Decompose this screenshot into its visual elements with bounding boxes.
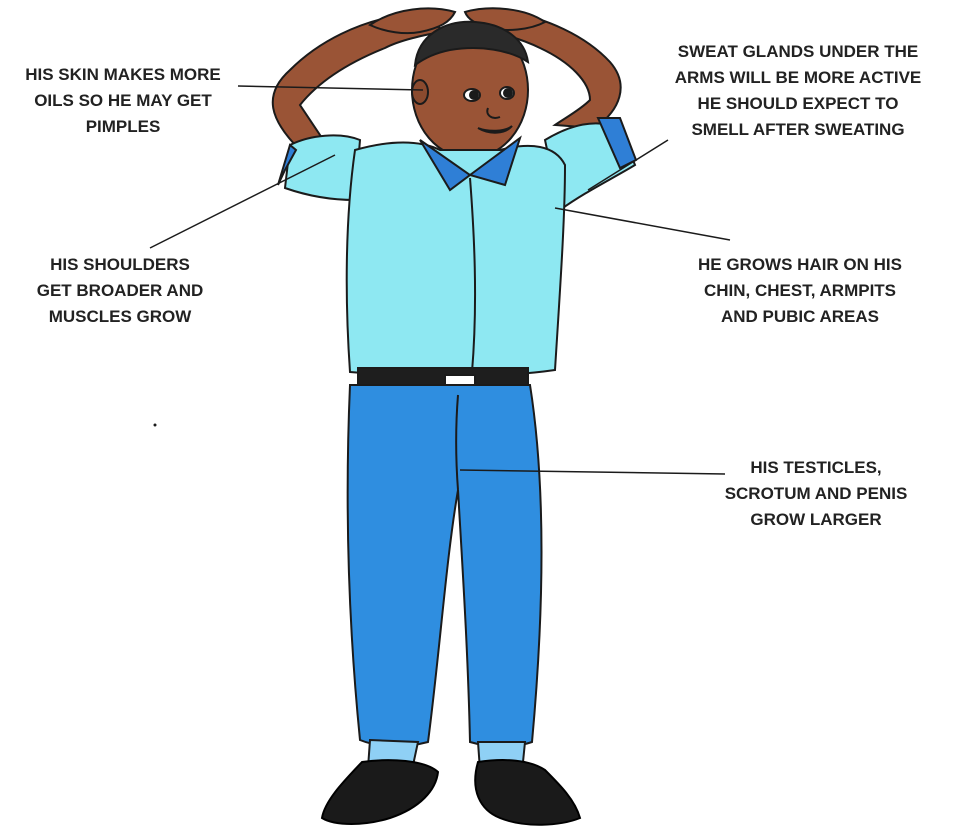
label-line: SWEAT GLANDS UNDER THE [640, 39, 956, 65]
trousers [348, 385, 542, 747]
label-testicles: HIS TESTICLES, SCROTUM AND PENIS GROW LA… [698, 455, 934, 533]
label-line: HE SHOULD EXPECT TO [640, 91, 956, 117]
label-line: ARMS WILL BE MORE ACTIVE [640, 65, 956, 91]
shirt [347, 138, 565, 376]
label-shoulders: HIS SHOULDERS GET BROADER AND MUSCLES GR… [0, 252, 240, 330]
label-skin-oils: HIS SKIN MAKES MORE OILS SO HE MAY GET P… [0, 62, 246, 140]
leader-shoulders [150, 155, 335, 248]
stray-dot [154, 424, 157, 427]
label-line: MUSCLES GROW [0, 304, 240, 330]
label-sweat-glands: SWEAT GLANDS UNDER THE ARMS WILL BE MORE… [640, 39, 956, 143]
label-line: HIS SHOULDERS [0, 252, 240, 278]
left-sleeve [278, 135, 360, 200]
label-line: CHIN, CHEST, ARMPITS [660, 278, 940, 304]
leader-hair [555, 208, 730, 240]
leader-skin [238, 86, 423, 90]
label-line: PIMPLES [0, 114, 246, 140]
label-line: OILS SO HE MAY GET [0, 88, 246, 114]
label-line: HE GROWS HAIR ON HIS [660, 252, 940, 278]
label-line: GROW LARGER [698, 507, 934, 533]
head [412, 22, 528, 158]
label-line: HIS TESTICLES, [698, 455, 934, 481]
label-line: HIS SKIN MAKES MORE [0, 62, 246, 88]
label-hair-growth: HE GROWS HAIR ON HIS CHIN, CHEST, ARMPIT… [660, 252, 940, 330]
label-line: AND PUBIC AREAS [660, 304, 940, 330]
shoes [322, 760, 580, 825]
label-line: GET BROADER AND [0, 278, 240, 304]
label-line: SMELL AFTER SWEATING [640, 117, 956, 143]
label-line: SCROTUM AND PENIS [698, 481, 934, 507]
